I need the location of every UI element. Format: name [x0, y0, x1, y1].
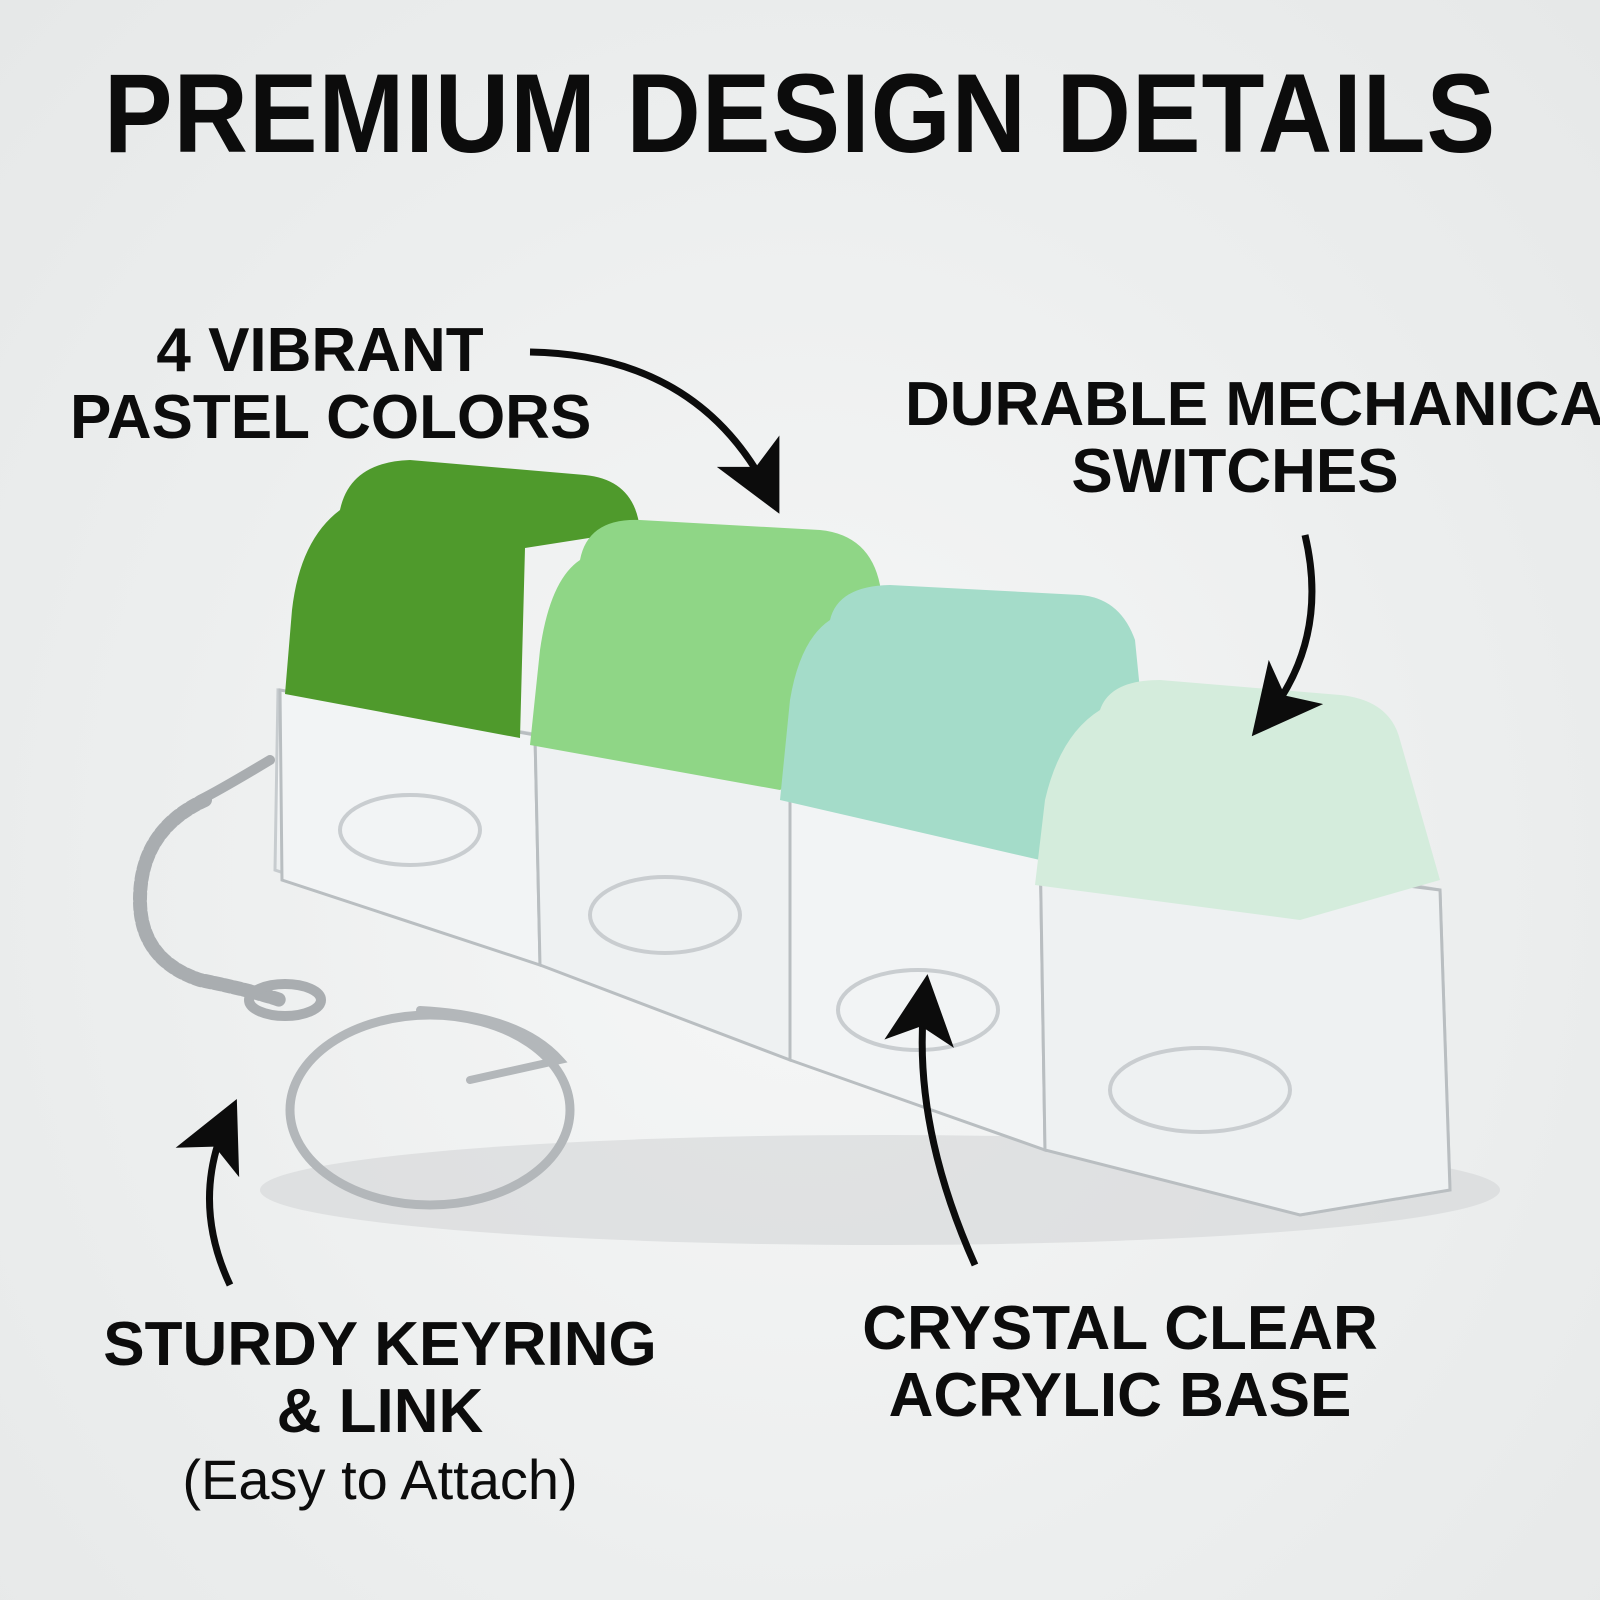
- keycaps: [285, 460, 1440, 920]
- switch-stem-1: [338, 793, 482, 867]
- switch-stem-3: [836, 968, 1000, 1052]
- callout-line: ACRYLIC BASE: [888, 1360, 1352, 1430]
- callout-line: PASTEL COLORS: [70, 382, 592, 452]
- callout-line: STURDY KEYRING: [103, 1310, 657, 1379]
- arrow-to-keycaps: [529, 348, 780, 514]
- arrow-to-acrylic: [884, 974, 979, 1267]
- callout-keyring: STURDY KEYRING & LINK (Easy to Attach): [100, 1310, 660, 1511]
- callout-acrylic-base: CRYSTAL CLEAR ACRYLIC BASE: [840, 1294, 1400, 1430]
- callout-line: 4 VIBRANT: [156, 316, 484, 385]
- callout-line: & LINK: [276, 1376, 484, 1446]
- page-title: PREMIUM DESIGN DETAILS: [103, 51, 1497, 176]
- switch-stem-4: [1108, 1046, 1292, 1134]
- keycap-dark-green: [285, 460, 640, 738]
- arrow-to-switches: [1251, 534, 1324, 737]
- keycap-pale-mint: [1035, 680, 1440, 920]
- callout-line: CRYSTAL CLEAR: [862, 1294, 1378, 1363]
- callout-note: (Easy to Attach): [182, 1447, 578, 1511]
- callout-line: DURABLE MECHANICAL: [905, 370, 1600, 439]
- callout-mechanical-switches: DURABLE MECHANICAL SWITCHES: [905, 370, 1600, 506]
- keyring-icon: [132, 755, 575, 1210]
- arrow-to-keyring: [175, 1098, 240, 1287]
- acrylic-base: [273, 688, 1452, 1217]
- switch-stem-2: [588, 875, 742, 955]
- callout-pastel-colors: 4 VIBRANT PASTEL COLORS: [70, 316, 592, 452]
- callout-line: SWITCHES: [1071, 436, 1399, 506]
